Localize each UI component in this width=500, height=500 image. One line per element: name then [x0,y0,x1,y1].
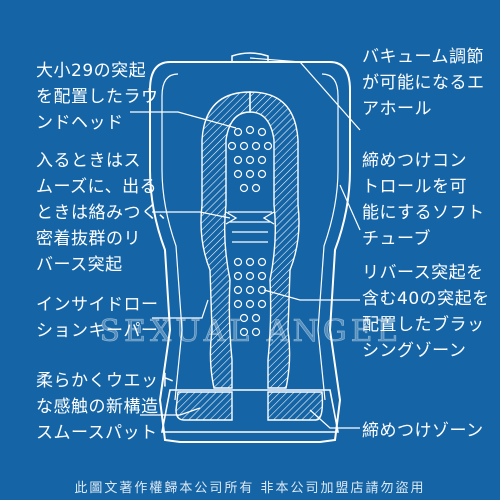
head-nubs [227,125,273,193]
label-brushing-zone: リバース突起を 含む40の突起を 配置したブラッ シングゾーン [362,263,490,361]
label-soft-tube: 締めつけコン トロールを可 能にするソフト チューブ [362,151,485,249]
bottom-cap [161,389,339,433]
leader-tightening [309,409,360,429]
reverse-ribs [225,211,275,243]
inner-tube-outline [161,73,183,401]
outer-tube-outline [149,61,351,443]
smooth-pad-left [175,391,233,421]
sleeve-wall-right [249,91,300,389]
leader-vacuum [249,57,361,131]
leader-soft-tube [339,184,361,231]
watermark: SEXUAL ANGEL [99,314,401,350]
leader-brushing [263,289,360,301]
inner-tube-outline-right [317,73,339,401]
leader-lines [130,57,361,429]
smooth-pad-right [267,391,324,421]
leader-smooth-pad [140,407,201,416]
leader-round-head [130,111,237,129]
label-round-head: 大小29の突起 を配置したラウ ンドヘッド [36,61,159,133]
brushing-nubs [233,257,267,337]
sleeve-wall-left [200,91,251,389]
label-tightening-zone: 締めつけゾーン [362,421,484,441]
leader-inside-roll [152,299,209,319]
label-inside-roll: インサイドロー ションキーパー [36,295,159,341]
label-smooth-pad: 柔らかくウエット な感触の新構造 スムースパット [36,371,176,443]
label-vacuum-air-hole: バキューム調節 が可能になるエ アホール [362,47,485,119]
copyright-footer: 此圖文著作權歸本公司所有 非本公司加盟店請勿盜用 [74,481,426,496]
air-hole [231,52,269,62]
label-reverse-mechanism: 入るときはス ムーズに、出る ときは絡みつく、 密着抜群のリ バース突起 [36,151,176,275]
leader-reverse [152,211,231,219]
